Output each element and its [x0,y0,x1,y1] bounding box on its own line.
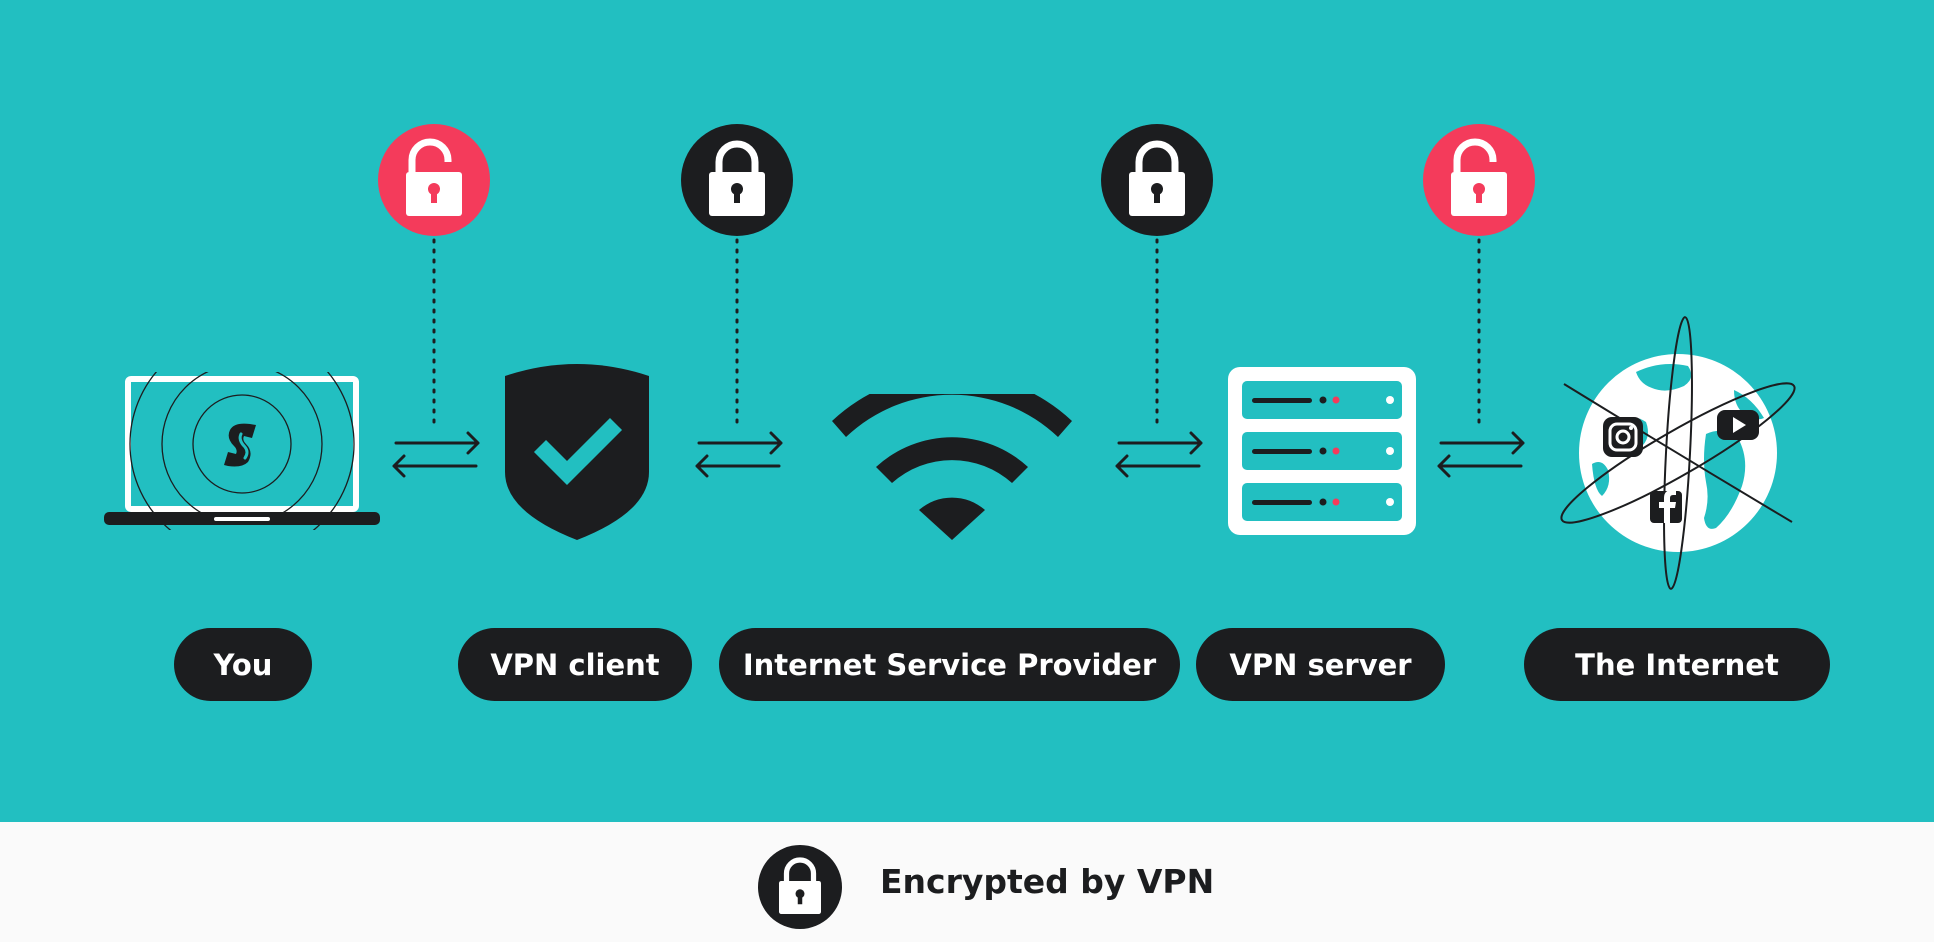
laptop-icon [104,372,380,530]
facebook-icon [1650,490,1682,523]
instagram-icon [1603,417,1643,457]
server-icon [1228,367,1416,535]
legend-bar [0,822,1934,942]
bidirectional-arrow-icon [1115,431,1203,478]
open-lock-icon [378,124,490,236]
legend-label: Encrypted by VPN [880,862,1215,901]
node-label-isp: Internet Service Provider [719,628,1180,701]
node-label-the-internet: The Internet [1524,628,1830,701]
open-lock-icon [1423,124,1535,236]
closed-lock-icon [1101,124,1213,236]
node-label-you: You [174,628,312,701]
bidirectional-arrow-icon [1437,431,1525,478]
lock-closed-icon [758,845,842,929]
node-label-vpn-server: VPN server [1196,628,1445,701]
bidirectional-arrow-icon [695,431,783,478]
globe-icon [1560,316,1796,590]
wifi-icon [832,394,1072,540]
youtube-icon [1717,410,1759,440]
node-label-vpn-client: VPN client [458,628,692,701]
shield-check-icon [505,364,649,540]
bidirectional-arrow-icon [392,431,480,478]
closed-lock-icon [681,124,793,236]
connectors [392,238,1525,478]
